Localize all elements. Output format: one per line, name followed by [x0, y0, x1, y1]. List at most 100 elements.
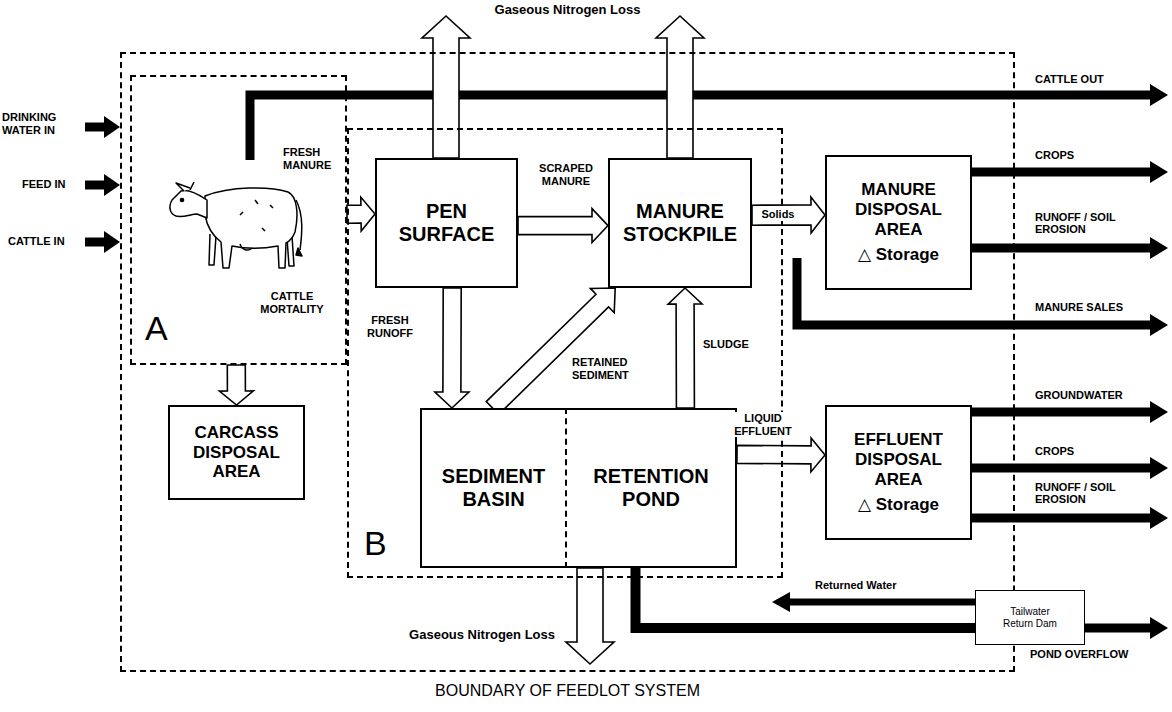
- hollow-arrow: [737, 438, 825, 472]
- drawing-part: [205, 188, 297, 268]
- flow-label: Gaseous Nitrogen Loss: [480, 3, 655, 18]
- flow-label: CROPS: [1035, 445, 1145, 458]
- flow-label: FRESH MANURE: [283, 146, 345, 171]
- drawing-part: [1085, 624, 1152, 633]
- drawing-part: [422, 16, 470, 158]
- hollow-arrow: [486, 288, 615, 414]
- flow-connector: [347, 197, 375, 231]
- flow-label: CATTLE MORTALITY: [252, 290, 332, 315]
- flow-label: DRINKING WATER IN: [2, 111, 82, 136]
- flow-label: FRESH RUNOFF: [362, 314, 418, 339]
- node-label: △ Storage: [858, 245, 939, 265]
- drawing-part: [85, 181, 106, 190]
- hollow-arrow: [219, 365, 253, 405]
- flow-label: Gaseous Nitrogen Loss: [390, 628, 555, 643]
- flow-label: Solids: [758, 208, 798, 221]
- drawing-part: [1150, 314, 1168, 336]
- flow-connector: [219, 365, 253, 405]
- flow-connector: [752, 197, 825, 233]
- basin-box: SEDIMENT BASIN: [420, 408, 565, 568]
- flow-connector: [518, 209, 608, 243]
- drawing-part: [972, 168, 1152, 177]
- node-label: RETENTION POND: [586, 465, 716, 511]
- hollow-arrow: [435, 288, 469, 408]
- drawing-part: [1150, 457, 1168, 479]
- zone-a: A: [130, 75, 347, 365]
- drawing-part: [180, 198, 183, 201]
- drawing-part: [104, 174, 120, 196]
- node-label: SEDIMENT BASIN: [429, 465, 559, 511]
- drawing-part: [176, 183, 190, 191]
- node-label: △ Storage: [858, 495, 939, 515]
- flow-label: SCRAPED MANURE: [530, 162, 602, 187]
- drawing-part: [1150, 617, 1168, 639]
- drawing-part: [85, 123, 106, 132]
- pond-box: RETENTION POND: [565, 408, 737, 568]
- drawing-part: [85, 238, 106, 247]
- flow-label: RUNOFF / SOIL EROSION: [1035, 211, 1130, 236]
- flow-label: FEED IN: [22, 178, 82, 191]
- output-arrows: [250, 84, 1168, 639]
- drawing-part: [566, 568, 614, 664]
- flow-label: GROUNDWATER: [1035, 389, 1145, 402]
- drawing-part: [1150, 401, 1168, 423]
- drawing-part: [972, 244, 1152, 253]
- cow-illustration: [170, 182, 302, 268]
- node-label: MANURE DISPOSAL AREA: [839, 180, 959, 239]
- drawing-part: [190, 182, 194, 190]
- drawing-part: [1150, 507, 1168, 529]
- drawing-part: [772, 592, 790, 612]
- drawing-part: [972, 514, 1152, 523]
- zone-b: B PEN SURFACE MANURE STOCKPILE SEDIMENT BAS…: [347, 128, 783, 578]
- flow-connector: [486, 288, 615, 414]
- node-label: EFFLUENT DISPOSAL AREA: [839, 430, 959, 489]
- flow-label: CROPS: [1035, 149, 1145, 162]
- drawing-part: [170, 191, 207, 218]
- flow-label: CATTLE IN: [8, 235, 82, 248]
- flow-label: RETAINED SEDIMENT: [572, 356, 642, 381]
- hollow-arrow: [668, 288, 702, 408]
- drawing-part: [104, 116, 120, 138]
- drawing-part: [296, 248, 302, 256]
- flow-label: CATTLE OUT: [1035, 73, 1145, 86]
- drawing-part: [240, 244, 252, 250]
- dam-box: Tailwater Return Dam: [975, 590, 1085, 645]
- node-label: BOUNDARY OF FEEDLOT SYSTEM: [122, 682, 1013, 700]
- flow-label: RUNOFF / SOIL EROSION: [1035, 481, 1130, 506]
- flow-label: LIQUID EFFLUENT: [732, 412, 794, 437]
- node-label: CARCASS DISPOSAL AREA: [182, 423, 292, 482]
- drawing-part: [1150, 84, 1168, 106]
- flow-connector: [668, 288, 702, 408]
- system-boundary: BOUNDARY OF FEEDLOT SYSTEMABPEN SURFACEM…: [120, 52, 1015, 672]
- flow-connector: [737, 438, 825, 472]
- disposal-box: EFFLUENT DISPOSAL AREA △ Storage: [825, 405, 972, 540]
- drawing-part: [656, 16, 704, 158]
- node-label: A: [145, 310, 168, 347]
- drawing-part: [1150, 237, 1168, 259]
- node-label: B: [364, 525, 387, 562]
- input-arrows: [85, 116, 120, 253]
- drawing-part: [1150, 161, 1168, 183]
- flow-label: Returned Water: [815, 579, 925, 592]
- drawing-part: [240, 200, 273, 231]
- hollow-arrow: [518, 209, 608, 243]
- hollow-arrow: [752, 197, 825, 233]
- drawing-part: [209, 234, 216, 265]
- flow-label: MANURE SALES: [1035, 301, 1145, 314]
- drawing-part: [104, 231, 120, 253]
- process-box: MANURE STOCKPILE: [608, 158, 752, 288]
- drawing-part: [972, 408, 1152, 417]
- node-label: Tailwater Return Dam: [1003, 606, 1058, 629]
- node-label: MANURE STOCKPILE: [618, 200, 743, 246]
- flow-label: POND OVERFLOW: [1030, 648, 1150, 661]
- flow-label: SLUDGE: [703, 338, 763, 351]
- disposal-box: CARCASS DISPOSAL AREA: [168, 405, 305, 500]
- flow-connector: [435, 288, 469, 408]
- disposal-box: MANURE DISPOSAL AREA △ Storage: [825, 155, 972, 290]
- drawing-part: [972, 464, 1152, 473]
- process-box: PEN SURFACE: [375, 158, 518, 288]
- drawing-part: [788, 599, 975, 606]
- node-label: PEN SURFACE: [392, 200, 502, 246]
- hollow-arrow: [347, 197, 375, 231]
